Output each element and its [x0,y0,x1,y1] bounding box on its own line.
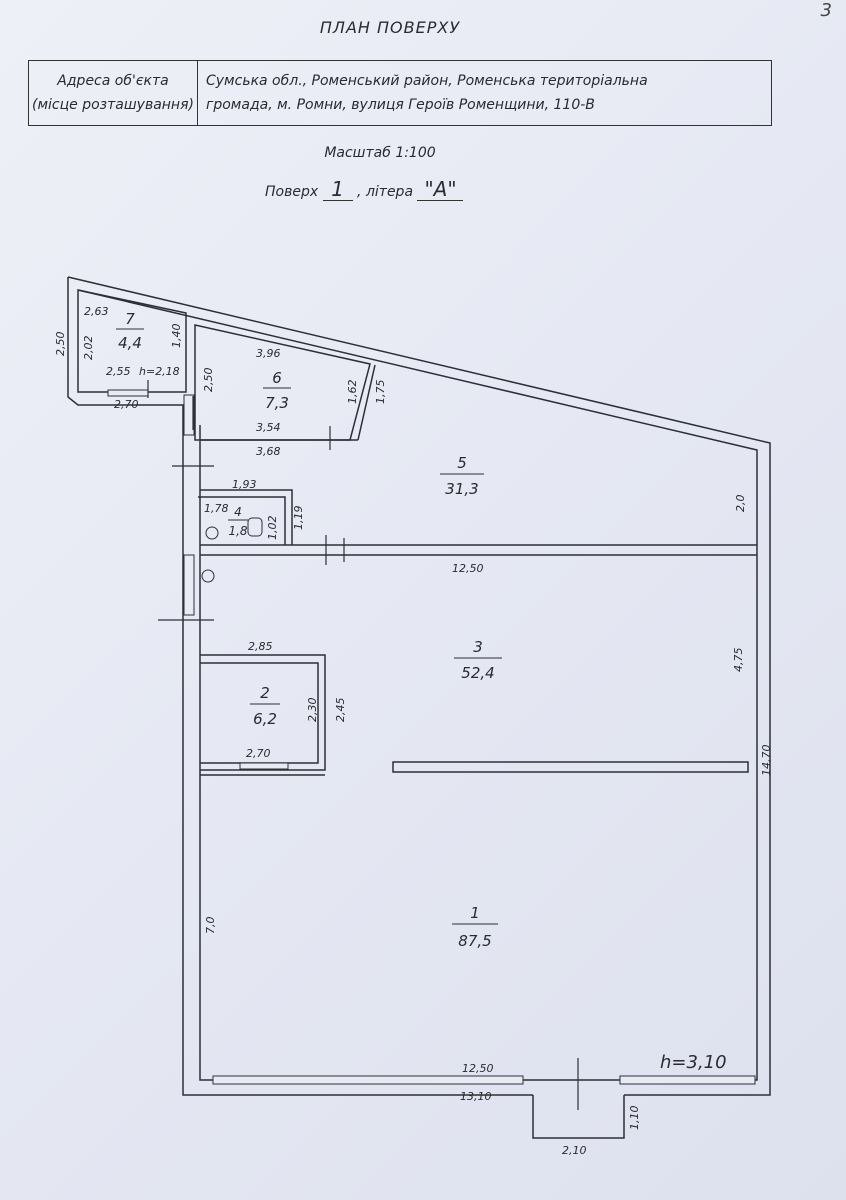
scale-label: Масштаб 1:100 [324,145,436,161]
dim-r6-right: 1,62 [346,380,359,405]
dim-r1-bottom-inner: 12,50 [462,1062,494,1075]
dim-r6-bottom: 3,54 [256,421,281,434]
address-value-cell: Сумська обл., Роменський район, Роменськ… [198,61,771,125]
dim-r4-top: 1,93 [232,478,257,491]
floor-number: 1 [322,178,353,201]
dim-r1-left: 7,0 [204,917,217,935]
address-label-cell: Адреса об'єкта (місце розташування) [29,61,198,125]
walls [67,276,771,1139]
dim-r2-bottom: 2,70 [246,747,271,760]
toilet-icon [247,517,263,537]
dim-r7-right: 1,40 [170,324,183,349]
room-2-number: 2 [260,684,270,702]
floor-line: Поверх 1 , літера "А" [265,178,464,201]
page-number-mark: 3 [820,0,832,21]
room-1-number: 1 [470,904,480,922]
dim-r5-right: 2,0 [734,495,747,513]
dim-r7-left: 2,02 [82,336,95,361]
room-4-area: 1,8 [228,524,247,538]
page-title: ПЛАН ПОВЕРХУ [319,18,461,37]
dim-r2-right-outer: 2,45 [334,698,347,723]
address-label-line1: Адреса об'єкта [57,73,169,89]
dim-r5-bottom-left: 3,68 [256,445,281,458]
address-value-line1: Сумська обл., Роменський район, Роменськ… [206,73,648,89]
dim-r5-slope: 1,75 [374,380,387,405]
dim-r7-bottom: 2,55 [106,365,131,378]
dim-r4-right: 1,02 [266,516,279,541]
fixtures [201,517,263,583]
room-3-number: 3 [473,638,483,656]
dim-r6-left: 2,50 [202,368,215,393]
door-marks [147,380,579,1110]
dim-r6-top: 3,96 [256,347,281,360]
address-table: Адреса об'єкта (місце розташування) Сумс… [28,60,772,126]
address-value-line2: громада, м. Ромни, вулиця Героїв Роменщи… [206,97,595,113]
ceiling-height-note: h=3,10 [660,1052,727,1073]
dim-r1-bottom-outer: 13,10 [460,1090,492,1103]
sink-icon [205,526,219,540]
dim-porch-width: 2,10 [562,1144,587,1157]
dim-total-right: 14,70 [760,745,773,777]
dim-r2-right-inner: 2,30 [306,698,319,723]
address-label-line2: (місце розташування) [32,97,194,113]
dim-porch-depth: 1,10 [628,1106,641,1131]
litera-label: , літера [357,184,414,200]
dim-r3-top: 12,50 [452,562,484,575]
dim-r2-top: 2,85 [248,640,273,653]
room-6-number: 6 [272,369,282,387]
dim-r4-outer: 1,19 [292,506,305,531]
room-4-number: 4 [234,505,242,519]
room-1-area: 87,5 [458,932,491,950]
dim-r7-outer-bottom: 2,70 [114,398,139,411]
room-5-area: 31,3 [445,480,478,498]
dim-r3-right: 4,75 [732,648,745,673]
room-2-area: 6,2 [253,710,277,728]
litera-value: "А" [417,178,464,201]
dim-r4-left: 1,78 [204,502,229,515]
openings [107,389,756,1085]
floor-label: Поверх [265,184,319,200]
dim-r7-height: h=2,18 [139,365,180,378]
room-5-number: 5 [457,454,467,472]
meter-icon [201,569,215,583]
room-7-number: 7 [125,310,135,328]
room-7-area: 4,4 [118,334,142,352]
room-3-area: 52,4 [461,664,494,682]
dim-r7-left-outer: 2,50 [54,332,67,357]
dim-r7-top: 2,63 [84,305,109,318]
room-6-area: 7,3 [265,394,289,412]
